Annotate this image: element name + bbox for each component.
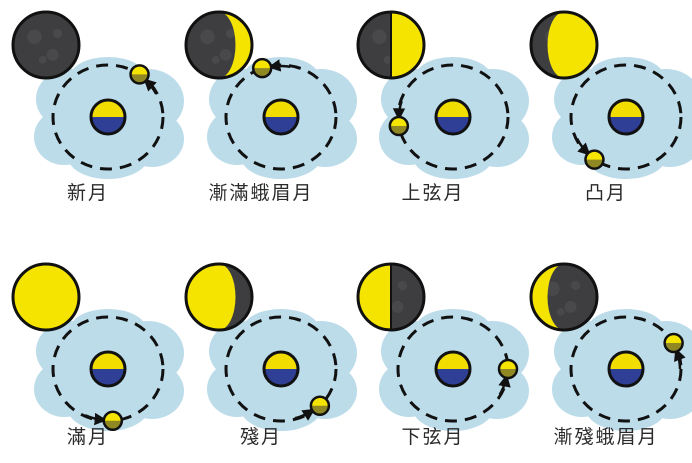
phase-label-first-quarter: 上弦月 <box>401 182 465 204</box>
earth-icon <box>607 350 645 388</box>
phase-panel <box>184 10 357 179</box>
orbit-path <box>569 315 683 423</box>
moon-phase-icon <box>184 262 254 332</box>
phase-label-gibbous: 凸月 <box>584 182 627 204</box>
orbiting-moon-icon <box>129 64 150 85</box>
phase-label-full-moon: 滿月 <box>66 426 109 448</box>
moon-phase-icon <box>356 262 426 332</box>
orbiting-moon-icon <box>584 149 605 170</box>
earth-icon <box>89 98 127 136</box>
phase-panel <box>184 262 357 431</box>
sky-cloud <box>34 57 184 179</box>
phase-label-new-moon: 新月 <box>66 182 109 204</box>
earth-icon <box>89 350 127 388</box>
phase-label-waning-crescent: 漸殘蛾眉月 <box>553 426 659 448</box>
arrow-icon <box>267 59 291 72</box>
orbiting-moon-icon <box>102 410 124 432</box>
orbiting-moon-icon <box>388 115 410 137</box>
earth-icon <box>262 98 300 136</box>
phase-panel <box>529 262 692 431</box>
phase-panel <box>356 262 529 431</box>
orbit-path <box>569 63 683 171</box>
phase-label-waxing-crescent: 漸滿蛾眉月 <box>208 182 314 204</box>
earth-icon <box>262 350 300 388</box>
orbit-path <box>224 315 338 423</box>
moon-phase-icon <box>184 10 254 80</box>
phase-label-last-quarter: 下弦月 <box>401 426 465 448</box>
moon-phase-icon <box>11 10 81 80</box>
phase-panel <box>529 10 692 179</box>
phase-label-waning-gibbous: 殘月 <box>239 426 282 448</box>
orbiting-moon-icon <box>251 57 273 79</box>
phase-panel <box>11 262 184 432</box>
phase-panel <box>356 10 529 179</box>
orbiting-moon-icon <box>309 395 331 417</box>
moon-phase-icon <box>529 262 599 332</box>
phase-panel <box>11 10 184 179</box>
orbiting-moon-icon <box>663 332 684 354</box>
earth-icon <box>434 98 472 136</box>
orbit-path <box>51 63 165 171</box>
moon-phase-icon <box>529 10 599 80</box>
orbiting-moon-icon <box>497 358 519 380</box>
moon-phase-icon <box>11 262 81 332</box>
earth-icon <box>434 350 472 388</box>
earth-icon <box>607 98 645 136</box>
moon-phase-icon <box>356 10 426 80</box>
